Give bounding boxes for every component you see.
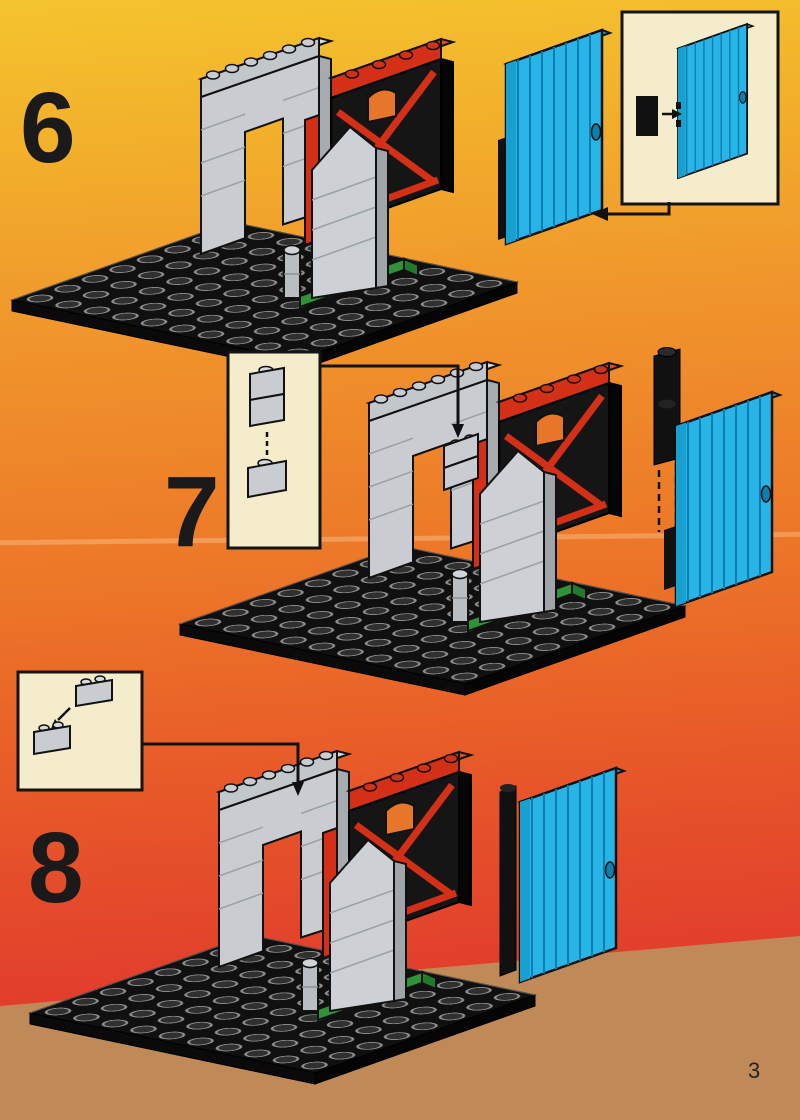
step-6-label: 6	[20, 72, 76, 184]
step6-wall-assembly	[12, 38, 517, 371]
step8-placement-arrow-icon	[142, 742, 304, 796]
hinge-brick-icon	[636, 96, 662, 136]
step-8-label: 8	[28, 812, 84, 924]
step-7-label: 7	[164, 456, 220, 568]
step7-placement-arrow-icon	[320, 364, 464, 438]
step7-hinge-post	[653, 347, 681, 532]
step7-inset-box	[226, 350, 322, 550]
step-6-illustration	[12, 10, 780, 371]
step7-door-panel	[664, 390, 782, 608]
step6-inset-box	[620, 10, 780, 206]
page-number: 3	[748, 1058, 761, 1083]
step8-door-panel	[518, 766, 626, 984]
stacking-guide-icon	[657, 464, 678, 532]
step8-hinge-post	[499, 784, 517, 977]
step8-inset-box	[16, 670, 144, 792]
step6-placement-arrow-icon	[592, 202, 671, 221]
step-8-illustration	[16, 670, 626, 1084]
step6-door-panel	[498, 28, 612, 246]
hinge-arrow-icon	[662, 109, 682, 119]
step7-added-bricks	[443, 432, 479, 492]
step-7-illustration	[180, 347, 782, 696]
inset-door	[677, 23, 754, 179]
